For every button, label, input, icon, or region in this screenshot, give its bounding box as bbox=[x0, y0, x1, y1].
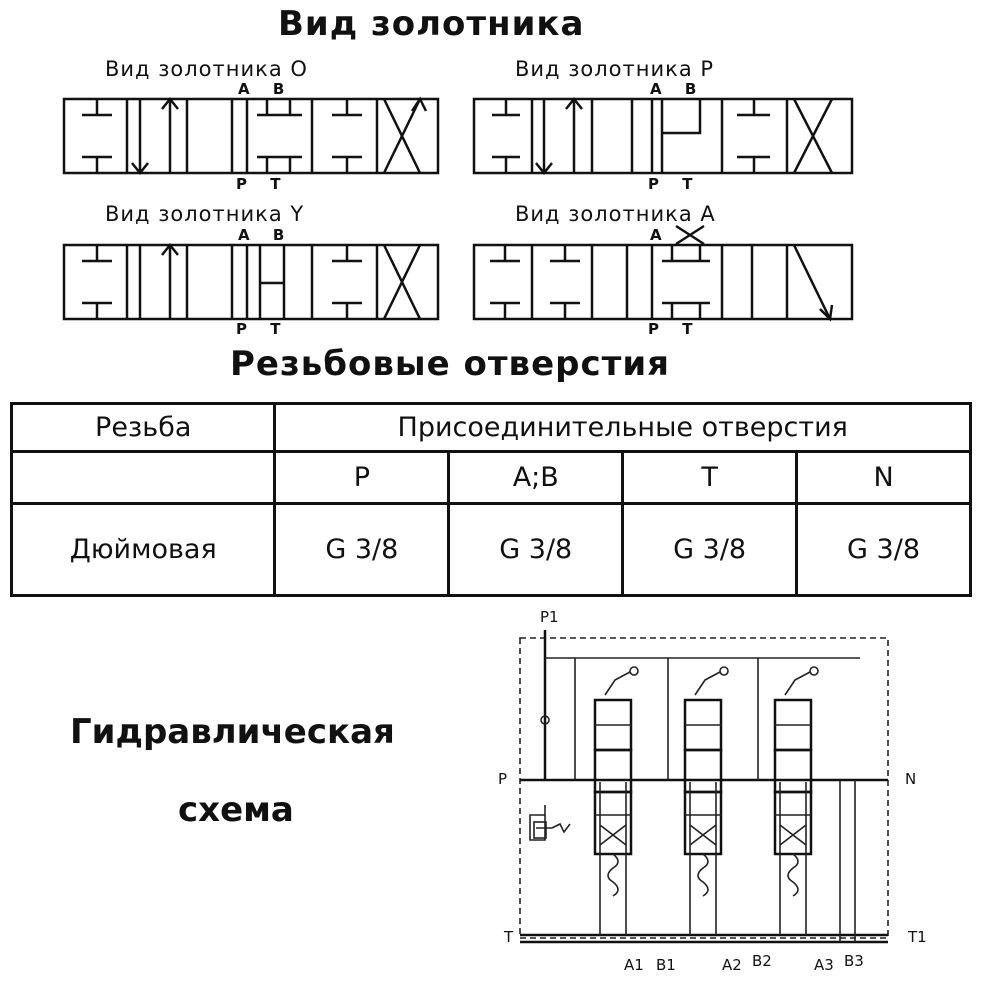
spool-p-ports-bottom: P T bbox=[648, 175, 693, 193]
port-header-t: T bbox=[621, 450, 799, 505]
thread-section-title: Резьбовые отверстия bbox=[230, 344, 670, 384]
label-t1: T1 bbox=[907, 928, 927, 946]
relief-valve-icon bbox=[529, 805, 571, 841]
spool-a-caption: Вид золотника А bbox=[515, 202, 716, 226]
thread-value-n: G 3/8 bbox=[795, 502, 972, 597]
hydraulic-schematic: P1 P N T T1 A1 B1 A2 B2 A3 B3 bbox=[498, 608, 927, 974]
label-a3: A3 bbox=[814, 956, 834, 974]
top-gallery-line bbox=[545, 657, 860, 780]
valve-section-2 bbox=[667, 658, 729, 935]
spool-y-ports-top: A B bbox=[238, 226, 285, 244]
schematic-enclosure bbox=[519, 637, 889, 939]
thread-value-t: G 3/8 bbox=[621, 502, 799, 597]
spool-section-title: Вид золотника bbox=[278, 4, 585, 44]
empty-header-cell bbox=[9, 450, 277, 505]
tank-main-line bbox=[520, 933, 888, 944]
spool-a-ports-bottom: P T bbox=[648, 320, 693, 338]
thread-value-ab: G 3/8 bbox=[447, 502, 625, 597]
spool-y-ports-bottom: P T bbox=[236, 320, 281, 338]
hydraulic-title-line1: Гидравлическая bbox=[70, 712, 395, 752]
spool-p-ports-top: A B bbox=[650, 80, 697, 98]
spool-o-ports-bottom: P T bbox=[236, 175, 281, 193]
spool-a-cross-icon bbox=[675, 224, 705, 246]
spool-a-symbol bbox=[472, 243, 854, 322]
spool-o-symbol bbox=[62, 96, 440, 176]
label-p: P bbox=[498, 770, 507, 788]
label-a1: A1 bbox=[624, 956, 644, 974]
valve-section-1 bbox=[593, 666, 639, 935]
label-t: T bbox=[503, 928, 514, 946]
thread-col-header: Резьба bbox=[9, 402, 277, 453]
port-header-n: N bbox=[795, 450, 972, 505]
label-n: N bbox=[905, 770, 916, 788]
check-valve-icon bbox=[540, 715, 550, 725]
spool-p-caption: Вид золотника Р bbox=[515, 57, 715, 81]
port-header-p: P bbox=[273, 450, 451, 505]
label-b1: B1 bbox=[656, 956, 676, 974]
spool-y-symbol bbox=[62, 242, 440, 321]
hydraulic-title-line2: схема bbox=[178, 790, 294, 830]
spool-y-caption: Вид золотника Y bbox=[105, 202, 305, 226]
thread-value-p: G 3/8 bbox=[273, 502, 451, 597]
valve-section-3 bbox=[757, 658, 856, 942]
label-b2: B2 bbox=[752, 952, 772, 970]
spool-o-ports-top: A B bbox=[238, 80, 285, 98]
ports-group-header: Присоединительные отверстия bbox=[273, 402, 972, 453]
spool-a-ports-top: A bbox=[650, 226, 662, 244]
port-header-ab: A;B bbox=[447, 450, 625, 505]
spool-o-caption: Вид золотника О bbox=[105, 57, 308, 81]
row-label-inch: Дюймовая bbox=[9, 502, 277, 597]
label-a2: A2 bbox=[722, 956, 742, 974]
spool-p-symbol bbox=[472, 96, 854, 176]
label-p1: P1 bbox=[540, 608, 559, 626]
label-b3: B3 bbox=[844, 952, 864, 970]
threads-table: Резьба Присоединительные отверстия P A;B… bbox=[9, 402, 972, 597]
